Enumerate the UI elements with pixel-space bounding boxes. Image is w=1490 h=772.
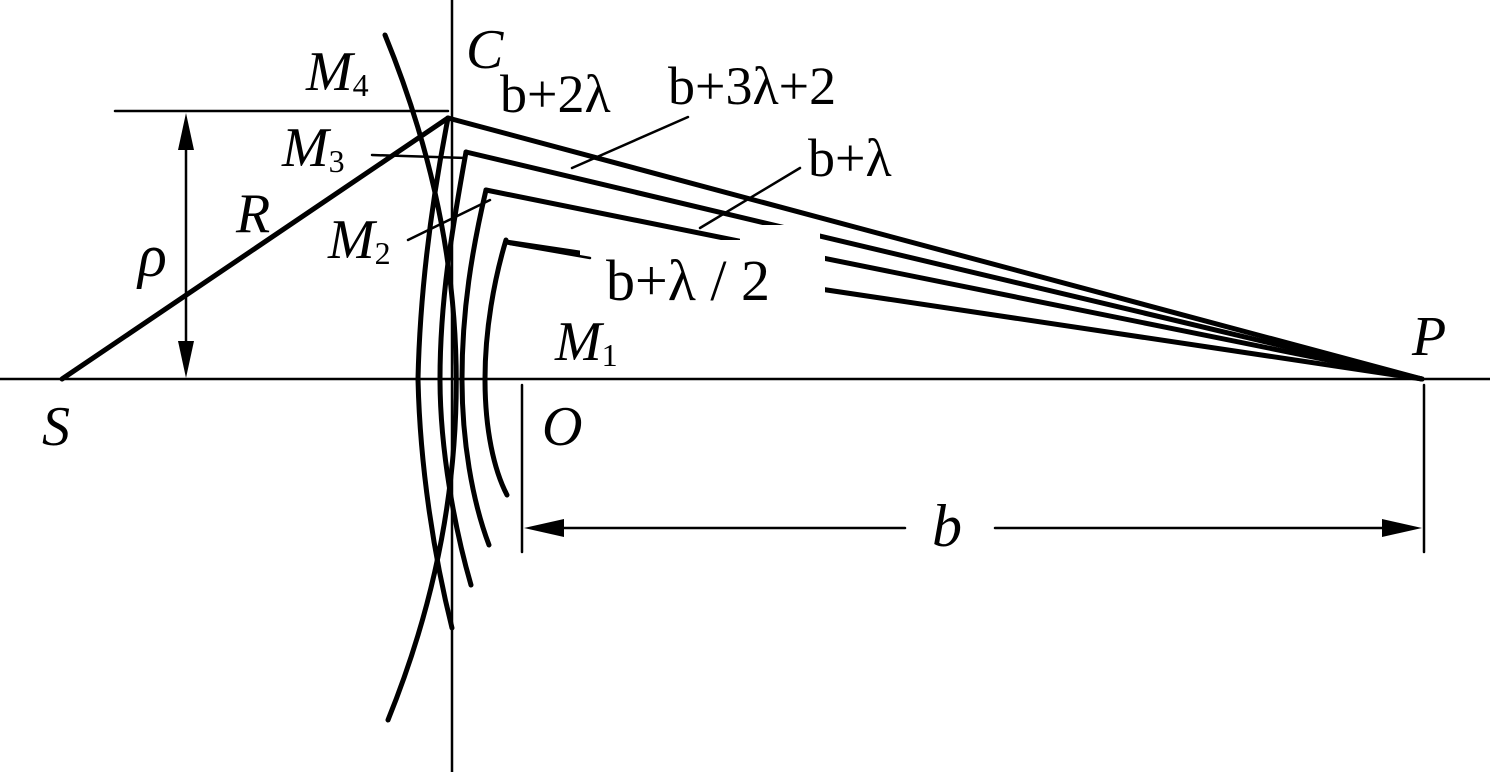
label-path-half-wave: b+λ / 2: [606, 248, 770, 313]
zone-boundary-3: [437, 149, 474, 588]
label-m1: M1: [554, 311, 618, 373]
height-arrow-bottom: [178, 341, 194, 378]
label-path-one-wave: b+λ: [808, 128, 892, 188]
label-m3: M3: [281, 117, 345, 179]
label-m4: M4: [305, 41, 369, 103]
label-source: S: [42, 396, 70, 458]
distance-dimension: [520, 383, 1426, 554]
ray-from-m3: [463, 149, 1425, 382]
leader-one-wave: [698, 166, 802, 230]
zone-boundaries: [415, 115, 510, 631]
leader-three-wave: [570, 115, 690, 170]
ray-from-m2: [483, 187, 1425, 382]
leader-m2: [406, 198, 492, 242]
label-mask-half-wave: [580, 240, 825, 310]
zone-boundary-2: [459, 187, 492, 548]
label-distance: b: [932, 493, 962, 559]
label-m2: M2: [327, 209, 391, 271]
radius-line: [59, 115, 451, 382]
height-arrow-top: [178, 113, 194, 150]
distance-arrow-right: [1382, 519, 1422, 537]
distance-arrow-left: [524, 519, 564, 537]
label-path-two-wave: b+2λ: [500, 64, 611, 124]
label-edge: C: [466, 19, 504, 81]
ray-from-edge: [445, 115, 1425, 382]
leader-m3: [370, 153, 468, 160]
label-pole: O: [542, 396, 582, 458]
zone-boundary-1: [482, 237, 510, 498]
label-height: ρ: [136, 223, 167, 289]
leader-lines: [370, 115, 802, 260]
label-observation: P: [1411, 306, 1446, 368]
label-radius: R: [235, 183, 270, 245]
zone-boundary-outer: [415, 115, 455, 631]
wavefront-arc: [382, 32, 459, 723]
label-path-three-wave: b+3λ+2: [668, 56, 836, 116]
leader-half-wave: [508, 242, 592, 260]
height-dimension: [178, 113, 194, 378]
